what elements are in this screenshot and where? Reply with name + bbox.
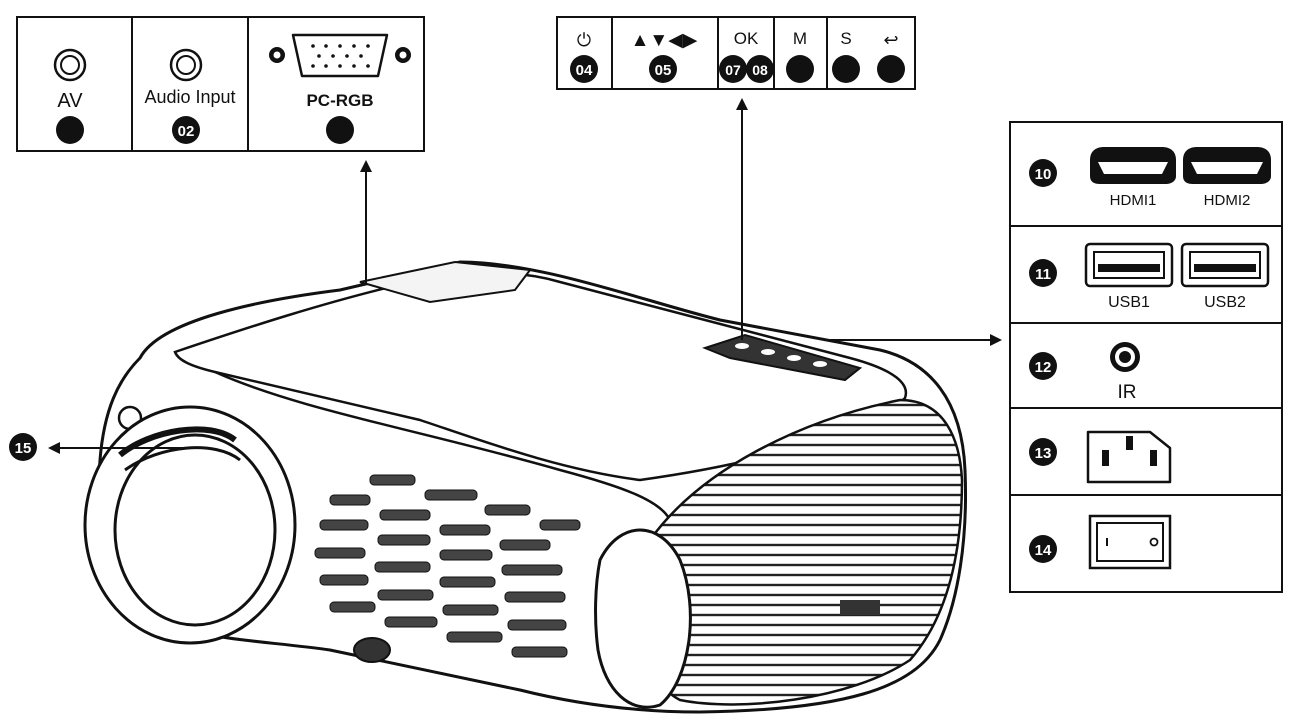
back-icon: ↩ (883, 30, 898, 50)
s-label: S (840, 29, 851, 48)
power-icon: ⏻ (577, 30, 591, 50)
ir-receiver-icon (1110, 342, 1140, 372)
pc-rgb-label: PC-RGB (306, 91, 373, 110)
hdmi1-port-icon (1090, 147, 1176, 184)
s-callout-dot (832, 55, 860, 83)
av-label: AV (57, 90, 83, 112)
audio-jack-icon (169, 48, 203, 82)
ok-badge-left (719, 55, 747, 83)
av-jack-icon (53, 48, 87, 82)
usb-badge (1029, 259, 1057, 287)
hdmi-badge (1029, 159, 1057, 187)
audio-input-badge (172, 116, 200, 144)
arrow-keys-icon: ▲▼◀▶ (631, 30, 698, 51)
usb2-label: USB2 (1204, 294, 1246, 311)
ok-badge-right (746, 55, 774, 83)
ir-label: IR (1118, 382, 1137, 403)
pc-rgb-callout-dot (326, 116, 354, 144)
right-port-panel: 10 HDMI1 HDMI2 11 USB1 USB2 12 (1009, 121, 1283, 593)
vga-port-icon (269, 33, 411, 78)
hdmi-badge-number: 10 (1035, 166, 1052, 183)
lens-callout: 15 (9, 433, 188, 461)
hdmi1-label: HDMI1 (1110, 192, 1157, 209)
usb1-port-icon (1084, 242, 1174, 288)
top-left-port-panel: AV Audio Input 02 PC-RGB (16, 16, 425, 152)
power-socket-badge-number: 13 (1035, 445, 1052, 462)
m-callout-dot (786, 55, 814, 83)
av-callout-dot (56, 116, 84, 144)
arrow-keys-badge (649, 55, 677, 83)
arrow-keys-badge-number: 05 (655, 62, 672, 79)
power-badge (570, 55, 598, 83)
power-switch-badge-number: 14 (1035, 542, 1052, 559)
ok-badge-right-number: 08 (752, 62, 768, 78)
top-button-panel: ⏻ 04 ▲▼◀▶ 05 OK 07 08 M S ↩ (556, 16, 916, 90)
m-label: M (793, 29, 807, 48)
audio-input-badge-number: 02 (178, 123, 195, 140)
ok-label: OK (734, 29, 759, 48)
back-callout-dot (877, 55, 905, 83)
usb-badge-number: 11 (1035, 266, 1051, 283)
hdmi2-port-icon (1183, 147, 1271, 184)
projector-body (83, 260, 968, 714)
power-socket-icon (1086, 430, 1172, 484)
ir-badge-number: 12 (1035, 359, 1052, 376)
hdmi2-label: HDMI2 (1204, 192, 1251, 209)
lens-badge-number: 15 (15, 440, 32, 457)
usb1-label: USB1 (1108, 294, 1150, 311)
lens-badge (9, 433, 37, 461)
ok-badge-left-number: 07 (725, 62, 741, 78)
power-socket-badge (1029, 438, 1057, 466)
audio-input-label: Audio Input (144, 87, 235, 107)
power-switch-icon (1088, 514, 1172, 570)
ir-badge (1029, 352, 1057, 380)
power-switch-badge (1029, 535, 1057, 563)
usb2-port-icon (1180, 242, 1270, 288)
power-badge-number: 04 (576, 62, 593, 79)
